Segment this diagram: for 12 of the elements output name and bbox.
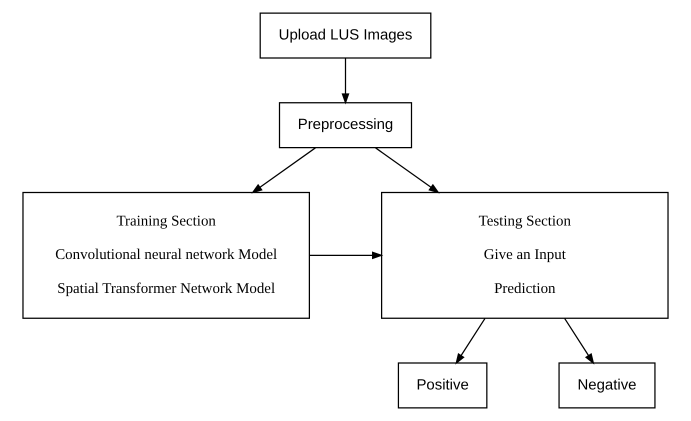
arrow bbox=[342, 58, 350, 105]
arrow bbox=[375, 147, 440, 194]
arrow bbox=[251, 147, 316, 194]
arrow bbox=[309, 251, 384, 260]
node-box: Training Section Convolutional neural network Model Spatial Transformer Network Model bbox=[22, 192, 310, 319]
node-box: Upload LUS Images bbox=[260, 12, 432, 59]
node-box: Preprocessing bbox=[278, 102, 412, 148]
node-box: Testing Section Give an Input Prediction bbox=[380, 192, 669, 319]
arrow bbox=[455, 318, 486, 365]
node-box: Negative bbox=[558, 362, 656, 408]
arrow bbox=[564, 318, 594, 365]
node-box: Positive bbox=[398, 362, 488, 408]
